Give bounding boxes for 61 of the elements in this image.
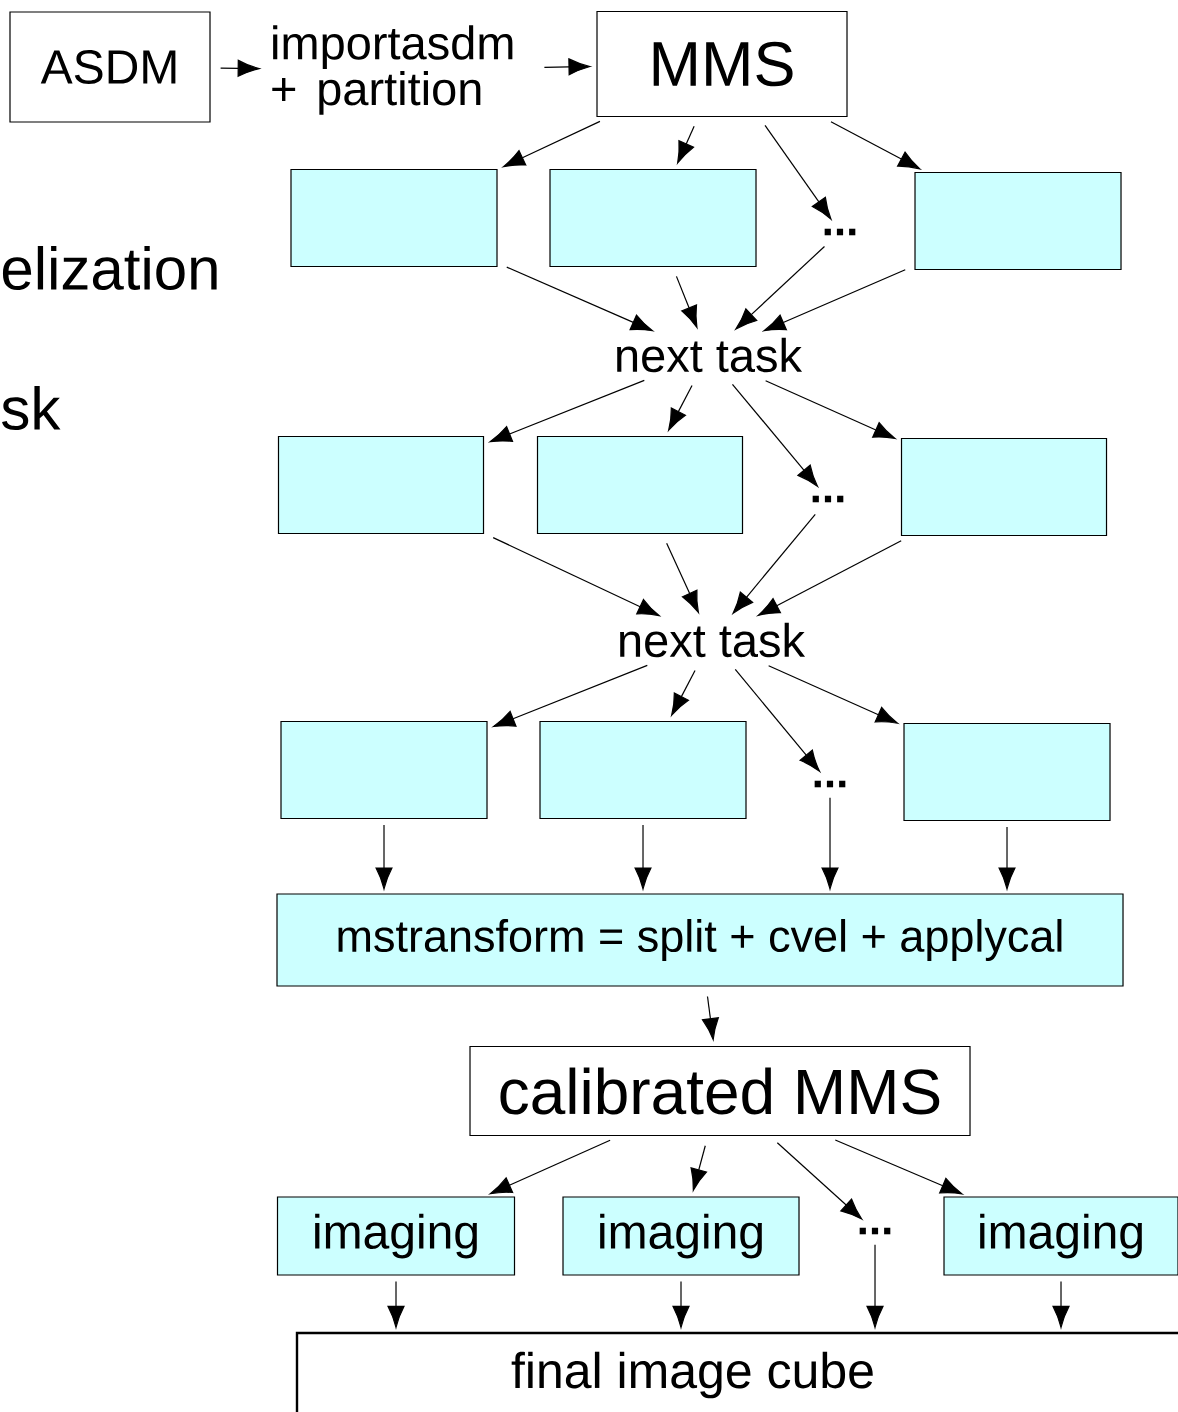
arrow: [506, 266, 654, 332]
process-box: ASDM: [9, 11, 211, 123]
arrow: [668, 384, 693, 431]
step-label: importasdm + partition: [272, 25, 513, 115]
step-label: next task: [620, 622, 806, 658]
arrow: [1052, 1281, 1070, 1328]
process-box: imaging: [276, 1196, 516, 1276]
empty-box: [549, 168, 757, 268]
arrow: [732, 513, 816, 614]
arrow: [866, 1244, 884, 1328]
ellipsis: ...: [824, 228, 856, 236]
arrow: [675, 275, 698, 328]
empty-box: [914, 171, 1122, 271]
arrow: [690, 1145, 708, 1191]
arrow: [764, 124, 832, 220]
arrow: [757, 540, 902, 616]
arrow: [671, 669, 696, 716]
empty-box: [900, 437, 1108, 537]
arrow: [830, 121, 921, 170]
heading-text: elization: [2, 245, 217, 291]
arrow: [701, 995, 719, 1041]
arrow: [502, 120, 601, 168]
arrow: [776, 1142, 863, 1220]
arrow: [731, 383, 819, 487]
step-label: next task: [617, 337, 803, 373]
empty-box: [536, 435, 744, 535]
arrow: [998, 826, 1016, 890]
empty-box: [903, 722, 1111, 822]
arrow: [387, 1281, 405, 1328]
ellipsis: ...: [859, 1227, 891, 1235]
arrow: [734, 668, 821, 772]
arrow: [489, 379, 645, 443]
process-box: mstransform = split + cvel + applycal: [276, 893, 1124, 987]
process-box: calibrated MMS: [469, 1045, 971, 1137]
arrow: [765, 380, 896, 440]
process-box: imaging: [562, 1196, 800, 1276]
arrow: [834, 1139, 963, 1195]
ellipsis: ...: [812, 495, 844, 503]
arrow: [634, 824, 652, 890]
arrow: [375, 824, 393, 890]
arrow: [735, 245, 826, 330]
arrow: [768, 665, 899, 724]
process-box: imaging: [943, 1196, 1178, 1276]
arrow: [493, 664, 648, 728]
arrow: [672, 1281, 690, 1328]
empty-box: [280, 720, 488, 820]
arrow: [492, 537, 660, 617]
process-box: MMS: [596, 10, 848, 118]
arrow: [763, 269, 906, 332]
empty-box: [539, 720, 747, 820]
arrow: [543, 58, 591, 76]
arrow: [489, 1139, 611, 1195]
result-box: final image cube: [295, 1331, 1178, 1412]
empty-box: [290, 168, 498, 268]
arrow: [677, 125, 695, 164]
arrow: [666, 542, 699, 614]
arrow: [821, 797, 839, 890]
empty-box: [277, 435, 485, 535]
arrow: [220, 59, 260, 77]
heading-text: sk: [2, 385, 61, 431]
ellipsis: ...: [814, 780, 846, 788]
